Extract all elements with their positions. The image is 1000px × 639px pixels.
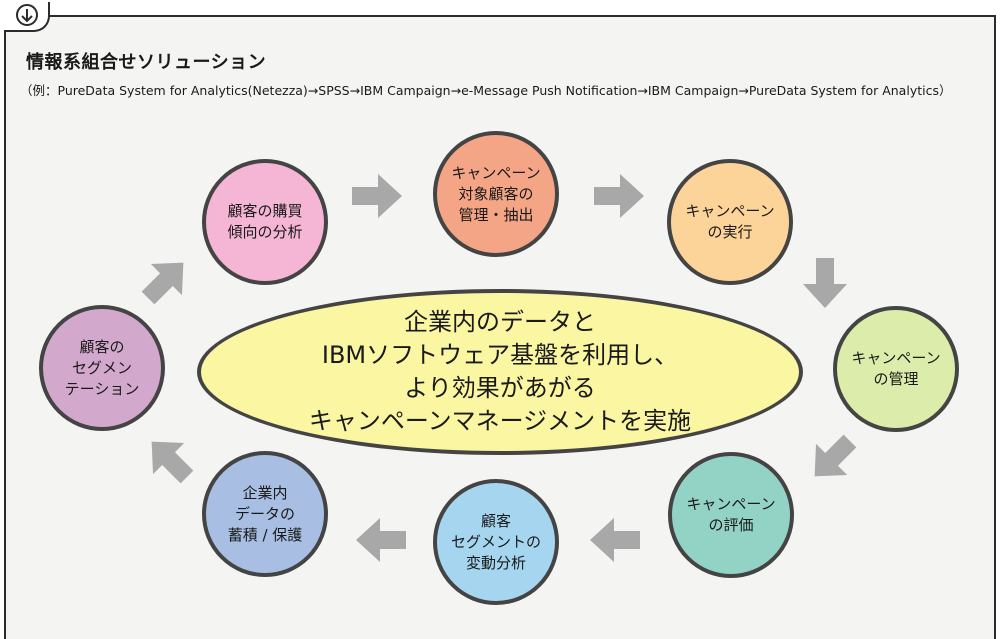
- arrow-down-glyph: [21, 9, 33, 23]
- diagram-subtitle: （例：PureData System for Analytics(Netezza…: [20, 83, 952, 98]
- node-campaign-execution: キャンペーン の実行: [667, 159, 793, 285]
- center-ellipse: 企業内のデータと IBMソフトウェア基盤を利用し、 より効果があがる キャンペー…: [197, 289, 803, 455]
- node-segment-change-analysis: 顧客 セグメントの 変動分析: [433, 479, 559, 605]
- node-data-storage-protection: 企業内 データの 蓄積 / 保護: [202, 451, 328, 577]
- node-purchase-analysis: 顧客の購買 傾向の分析: [202, 159, 328, 285]
- arrow-purchase-to-target: [352, 174, 402, 218]
- corner-badge: [4, 2, 50, 32]
- arrow-target-to-execution: [594, 174, 644, 218]
- arrow-management-to-evaluation: [814, 434, 857, 477]
- node-campaign-management: キャンペーン の管理: [833, 306, 959, 432]
- arrow-execution-to-management: [803, 258, 847, 308]
- arrow-segmentation-to-purchase: [141, 262, 184, 305]
- node-campaign-evaluation: キャンペーン の評価: [668, 452, 794, 578]
- arrow-storage-to-segmentation: [151, 441, 194, 484]
- arrow-segment-to-storage: [356, 518, 406, 562]
- arrow-down-circle-icon: [16, 4, 38, 26]
- node-customer-segmentation: 顧客の セグメン テーション: [39, 305, 165, 431]
- arrow-evaluation-to-segment: [590, 518, 640, 562]
- diagram-title: 情報系組合せソリューション: [26, 52, 267, 73]
- node-target-extraction: キャンペーン 対象顧客の 管理・抽出: [433, 131, 559, 257]
